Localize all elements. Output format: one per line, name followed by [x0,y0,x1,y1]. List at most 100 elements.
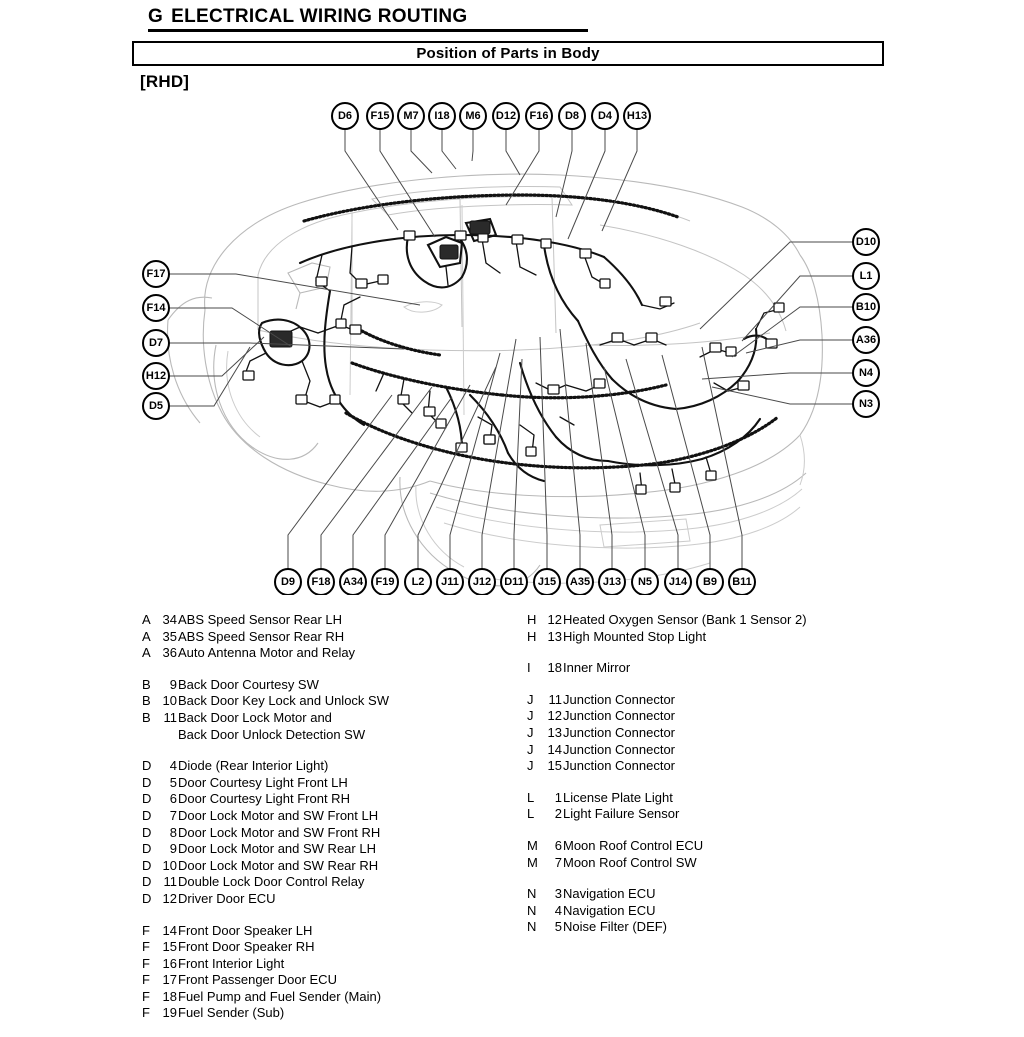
callout-label: D9 [281,576,295,588]
callout-J15[interactable]: J15 [533,336,561,595]
legend-part-description: Fuel Sender (Sub) [178,1005,285,1021]
callout-D11[interactable]: D11 [500,358,528,595]
legend-part-description: Junction Connector [563,724,676,740]
callout-D7[interactable]: D7 [142,329,405,357]
callout-label: F17 [147,268,166,280]
callout-F14[interactable]: F14 [142,294,293,348]
legend-part-description: Back Door Lock Motor and [178,709,332,725]
callout-J11[interactable]: J11 [436,352,501,595]
legend-part-description: Junction Connector [563,758,676,774]
legend-part-description: Moon Roof Control ECU [563,837,704,853]
callout-label: L2 [412,576,425,588]
callout-B9[interactable]: B9 [661,354,724,595]
callout-N3[interactable]: N3 [711,386,880,418]
callout-group-right: D10 L1 B10 A36 N4 [699,228,880,418]
callout-D9[interactable]: D9 [274,394,393,595]
callout-label: B10 [856,301,876,313]
callout-A34[interactable]: A34 [339,396,453,595]
legend-row: Back Door Unlock Detection SW [142,727,522,744]
legend-part-description: Junction Connector [563,708,676,724]
callout-F17[interactable]: F17 [142,260,421,306]
callout-label: F15 [371,110,390,122]
header-rule [148,29,588,32]
legend-part-description: Door Courtesy Light Front LH [178,774,348,790]
callout-label: I18 [434,110,449,122]
callout-label: F14 [147,302,167,314]
callout-D12[interactable]: D12 [492,102,521,176]
callout-H13[interactable]: H13 [601,102,651,232]
legend-part-description: Light Failure Sensor [563,806,680,822]
callout-N5[interactable]: N5 [603,366,659,595]
legend-part-description: Door Lock Motor and SW Front RH [178,824,381,840]
callout-D10[interactable]: D10 [699,228,880,330]
callout-J14[interactable]: J14 [625,358,692,595]
callout-H12[interactable]: H12 [142,336,265,390]
callout-label: B9 [703,576,717,588]
callout-D8[interactable]: D8 [555,102,586,218]
callout-A35[interactable]: A35 [559,328,594,595]
callout-D4[interactable]: D4 [567,102,619,240]
legend-part-description: Back Door Courtesy SW [178,676,319,692]
callout-F15[interactable]: F15 [366,102,436,238]
callout-label: F19 [376,576,395,588]
legend-part-description: Door Lock Motor and SW Rear LH [178,841,376,857]
legend-part-description: Door Lock Motor and SW Front LH [178,807,379,823]
callout-N4[interactable]: N4 [701,359,880,387]
chapter-title-text: ELECTRICAL WIRING ROUTING [171,6,468,27]
callout-F18[interactable]: F18 [307,386,433,595]
callout-F19[interactable]: F19 [371,384,471,595]
callout-M7[interactable]: M7 [397,102,433,174]
callout-J12[interactable]: J12 [468,338,517,595]
callout-L1[interactable]: L1 [741,262,880,342]
callout-label: J14 [669,576,688,588]
callout-label: M6 [465,110,480,122]
callout-label: D6 [338,110,352,122]
callout-M6[interactable]: M6 [459,102,487,162]
legend-part-description: Inner Mirror [563,660,631,676]
callout-J13[interactable]: J13 [585,342,626,595]
legend-part-description: Junction Connector [563,741,676,757]
callout-B10[interactable]: B10 [731,293,880,358]
callout-D6[interactable]: D6 [331,102,399,231]
callout-A36[interactable]: A36 [745,326,880,354]
callout-F16[interactable]: F16 [505,102,553,206]
legend-part-description: Door Courtesy Light Front RH [178,791,350,807]
callout-L2[interactable]: L2 [404,366,497,595]
callout-D5[interactable]: D5 [142,346,251,420]
callout-I18[interactable]: I18 [428,102,457,170]
legend-part-description: Navigation ECU [563,902,656,918]
callout-B11[interactable]: B11 [701,346,756,595]
